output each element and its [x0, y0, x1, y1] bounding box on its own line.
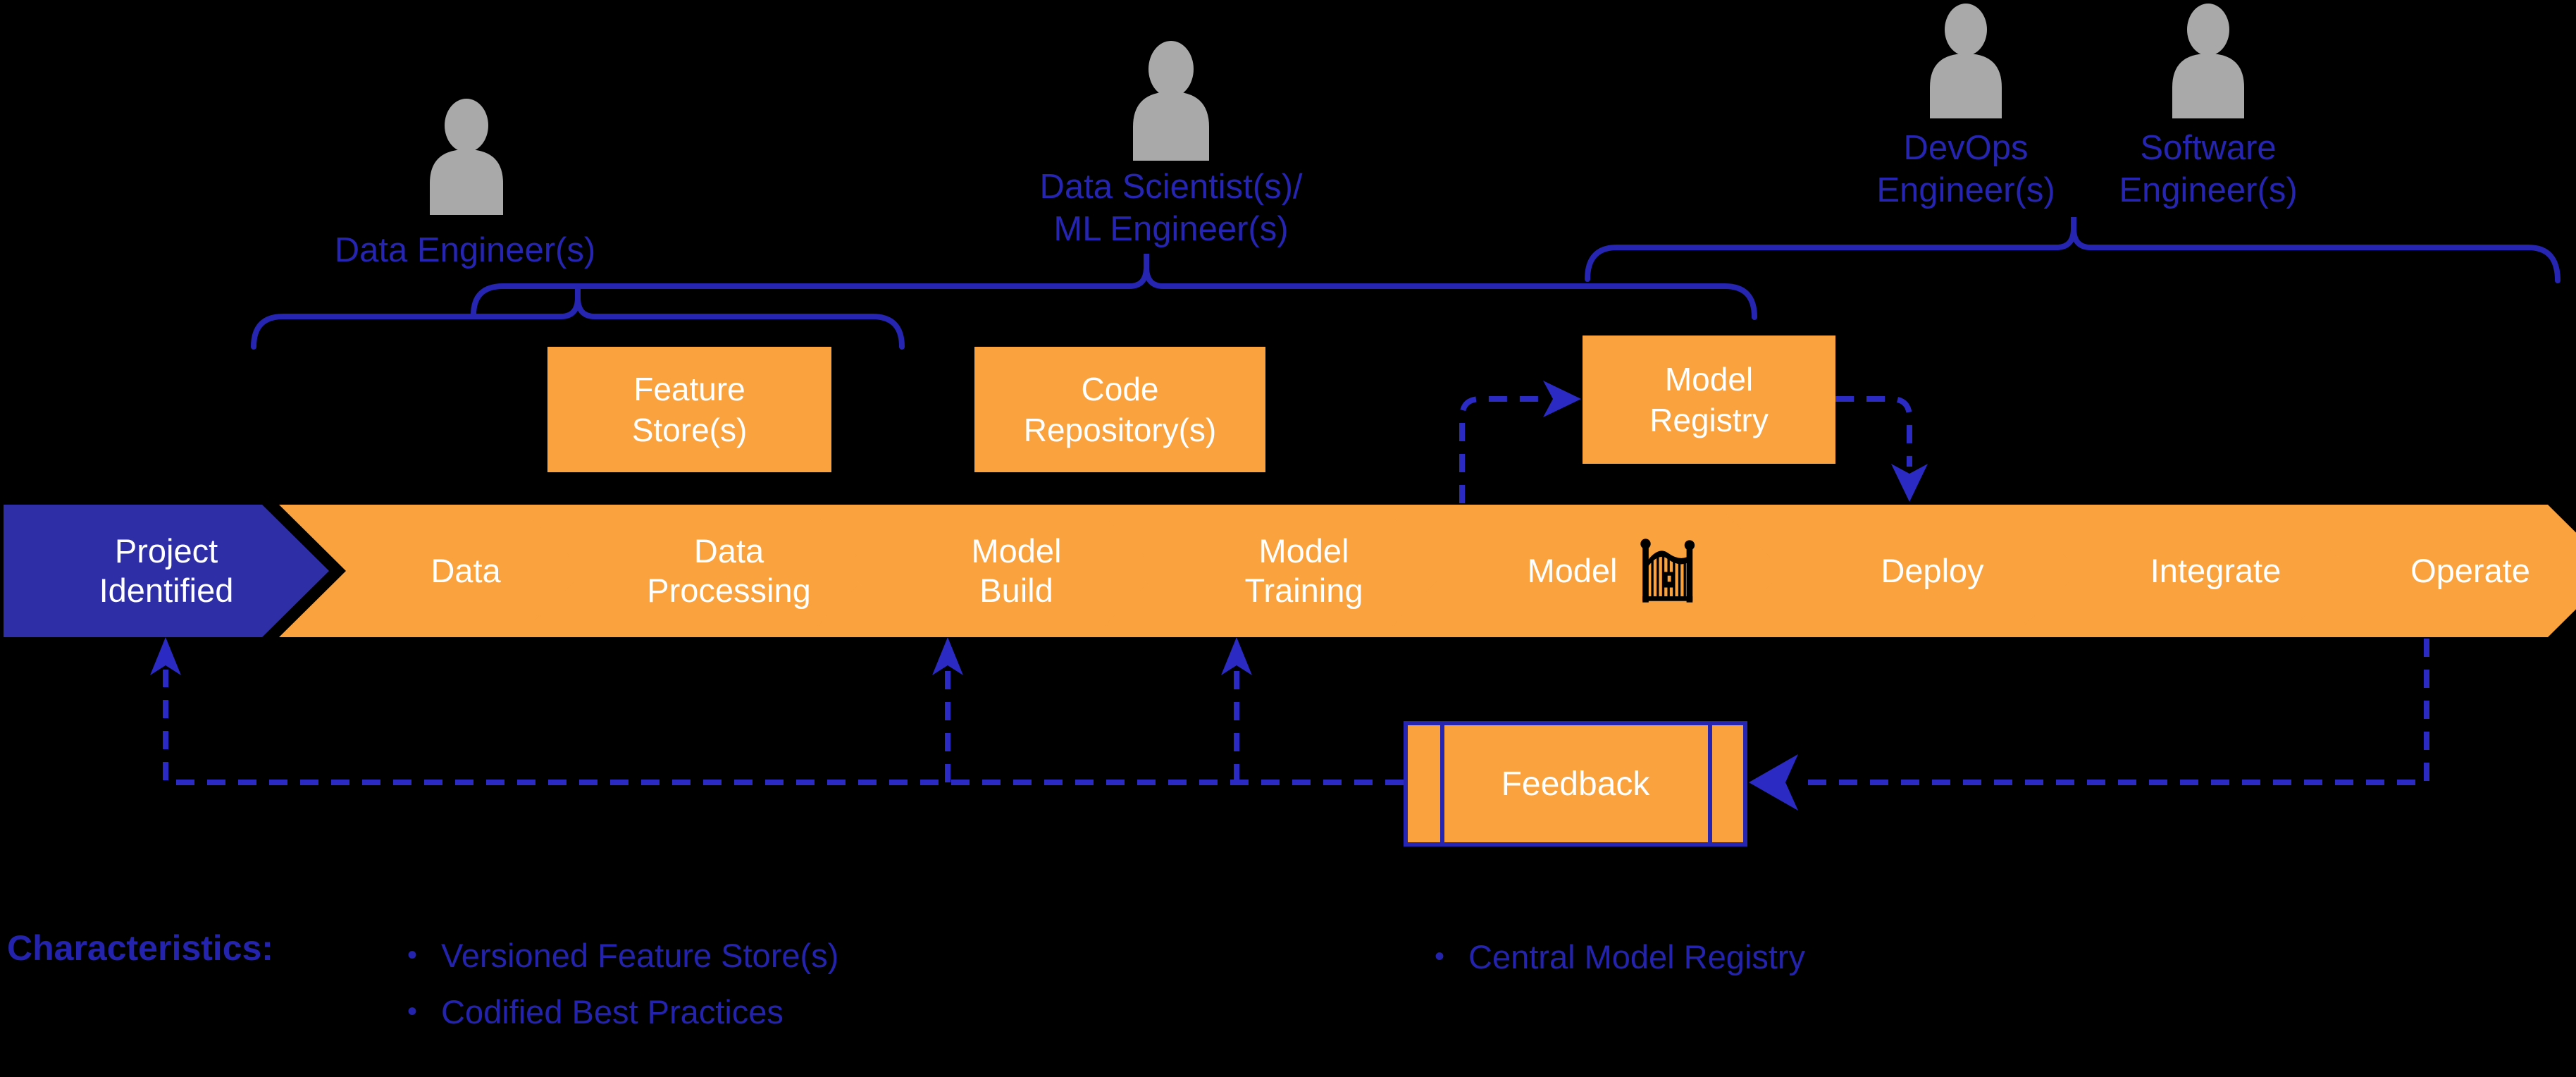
arrowhead-into-feedback — [1749, 754, 1798, 811]
stage-line: Project — [114, 532, 218, 570]
feature-store-box: Feature Store(s) — [547, 347, 831, 472]
role-line: Data Engineer(s) — [334, 231, 596, 269]
data-scientist-person-icon — [1133, 41, 1209, 161]
registry-to-deploy-line — [1835, 396, 1912, 467]
characteristics-heading: Characteristics: — [7, 928, 273, 968]
stage-line: Build — [979, 572, 1053, 609]
arrowhead-into-registry — [1543, 381, 1581, 417]
characteristic-text: Versioned Feature Store(s) — [441, 937, 839, 974]
stage-line: Operate — [2410, 552, 2530, 589]
characteristic-item: • Central Model Registry — [1435, 937, 1805, 976]
role-line: Engineer(s) — [1876, 171, 2055, 209]
box-line: Store(s) — [631, 412, 748, 448]
code-repository-box: Code Repository(s) — [974, 347, 1265, 472]
devops-software-brace — [1585, 217, 2560, 283]
stage-line: Deploy — [1881, 552, 1984, 589]
role-line: DevOps — [1903, 129, 2029, 167]
devops-person-icon — [1930, 4, 2002, 118]
role-line: Engineer(s) — [2119, 171, 2298, 209]
arrowhead-model-training — [1221, 637, 1252, 675]
stage-line: Identified — [99, 572, 234, 609]
arrowhead-into-deploy — [1891, 464, 1928, 502]
stage-model-gate: Model — [1380, 505, 1809, 637]
stage-line: Training — [1244, 572, 1363, 609]
bullet-icon: • — [407, 940, 418, 971]
stage-project-identified: Project Identified — [4, 505, 329, 637]
role-label-data-engineer: Data Engineer(s) — [254, 229, 676, 271]
characteristic-text: Central Model Registry — [1468, 938, 1806, 976]
feedback-label: Feedback — [1501, 765, 1650, 803]
stage-line: Model — [1527, 552, 1618, 589]
feedback-inner-line-left — [1440, 725, 1444, 842]
box-line: Code — [1081, 371, 1159, 407]
bullet-icon: • — [1435, 941, 1445, 972]
box-line: Registry — [1649, 402, 1769, 438]
data-engineer-brace — [251, 283, 905, 350]
role-label-data-scientist: Data Scientist(s)/ ML Engineer(s) — [960, 166, 1382, 250]
arrowhead-project-identified — [150, 637, 181, 675]
feedback-inner-line-right — [1708, 725, 1712, 842]
model-to-registry-line — [1459, 396, 1547, 503]
model-registry-box: Model Registry — [1583, 336, 1835, 464]
stage-line: Data — [693, 532, 764, 570]
bullet-icon: • — [407, 996, 418, 1027]
stage-line: Model — [971, 532, 1062, 570]
arrowhead-model-build — [932, 637, 963, 675]
data-engineer-person-icon — [430, 99, 503, 215]
role-label-devops: DevOps Engineer(s) — [1790, 127, 2142, 211]
stage-line: Processing — [647, 572, 811, 609]
characteristic-text: Codified Best Practices — [441, 993, 784, 1030]
role-line: Software — [2140, 129, 2277, 167]
gate-icon — [1637, 537, 1705, 605]
feedback-line-left — [163, 670, 1404, 785]
box-line: Feature — [633, 371, 745, 407]
role-label-software: Software Engineer(s) — [2032, 127, 2384, 211]
feedback-box: Feedback — [1404, 721, 1747, 847]
characteristic-item: • Versioned Feature Store(s) — [407, 936, 838, 975]
characteristic-item: • Codified Best Practices — [407, 992, 784, 1031]
role-line: Data Scientist(s)/ — [1039, 168, 1303, 206]
stage-line: Data — [431, 552, 501, 589]
stage-line: Integrate — [2150, 552, 2281, 589]
role-line: ML Engineer(s) — [1053, 210, 1289, 248]
stage-line: Model — [1258, 532, 1349, 570]
feedback-line-right — [1801, 639, 2429, 785]
box-line: Model — [1664, 361, 1754, 398]
software-person-icon — [2172, 4, 2244, 118]
box-line: Repository(s) — [1023, 412, 1217, 448]
